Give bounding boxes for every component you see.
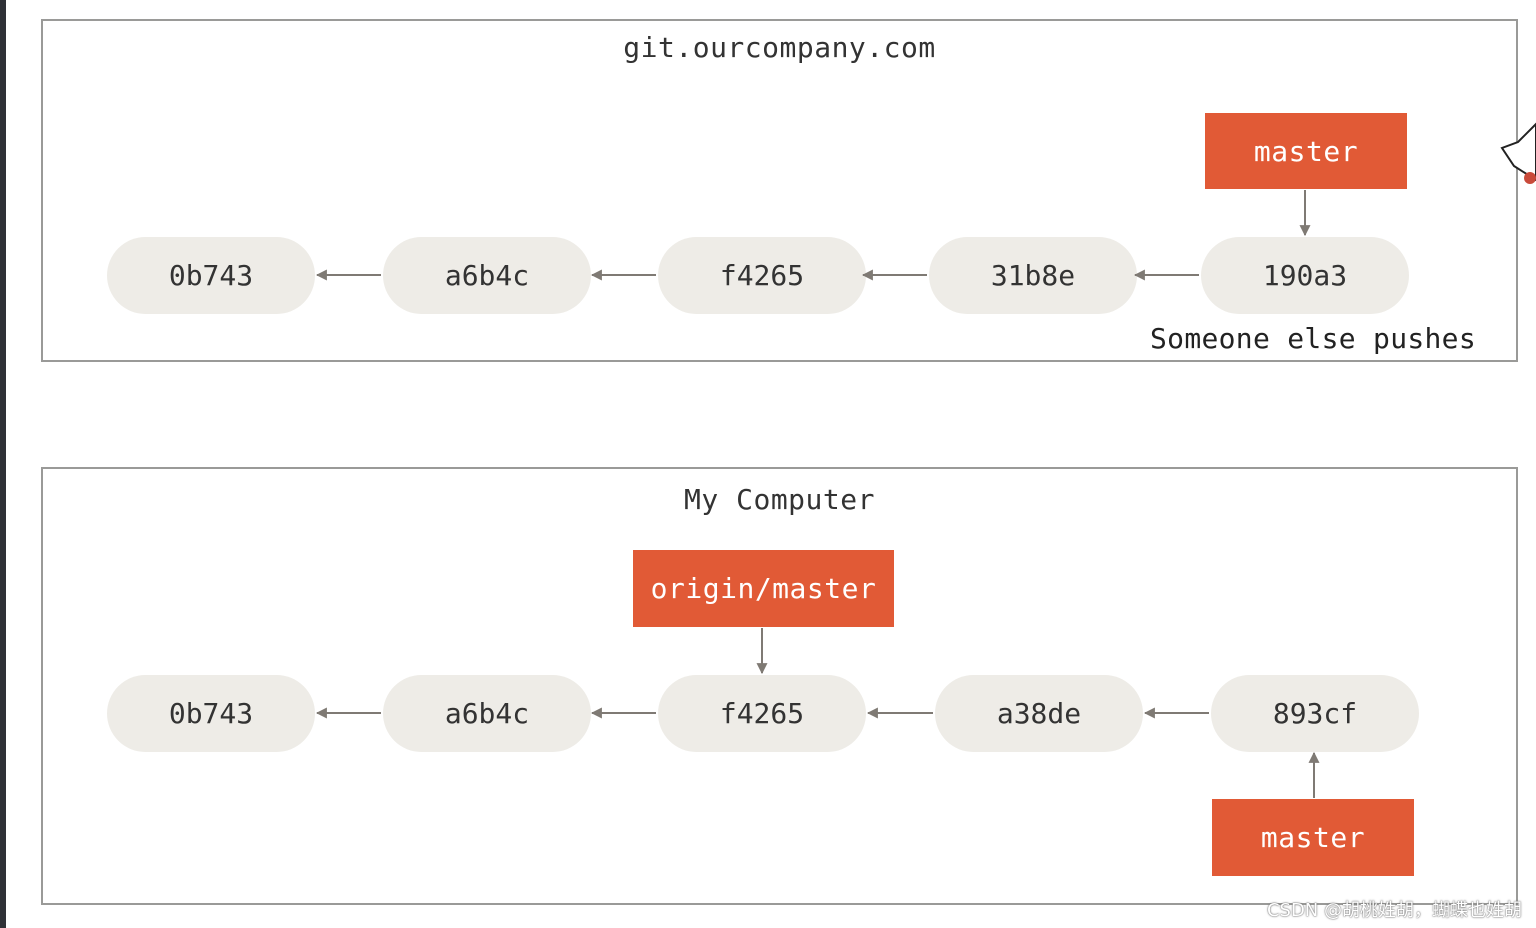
local-commit-0b743: 0b743 [107,675,315,752]
local-commit-f4265: f4265 [658,675,866,752]
local-commit-a6b4c: a6b4c [383,675,591,752]
server-commit-0b743: 0b743 [107,237,315,314]
csdn-watermark: CSDN @胡桃姓胡，蝴蝶也姓胡 [1266,900,1522,921]
local-master-branch-label: master [1212,799,1414,876]
left-edge-strip [0,0,6,928]
local-repo-title: My Computer [684,483,875,516]
push-note: Someone else pushes [1150,322,1476,355]
origin-master-branch-label: origin/master [633,550,894,627]
server-commit-a6b4c: a6b4c [383,237,591,314]
server-commit-f4265: f4265 [658,237,866,314]
cat-sticker-icon [1500,122,1536,184]
remote-repo-title: git.ourcompany.com [623,31,936,64]
server-commit-190a3: 190a3 [1201,237,1409,314]
server-commit-31b8e: 31b8e [929,237,1137,314]
local-commit-a38de: a38de [935,675,1143,752]
local-commit-893cf: 893cf [1211,675,1419,752]
server-master-branch-label: master [1205,113,1407,189]
